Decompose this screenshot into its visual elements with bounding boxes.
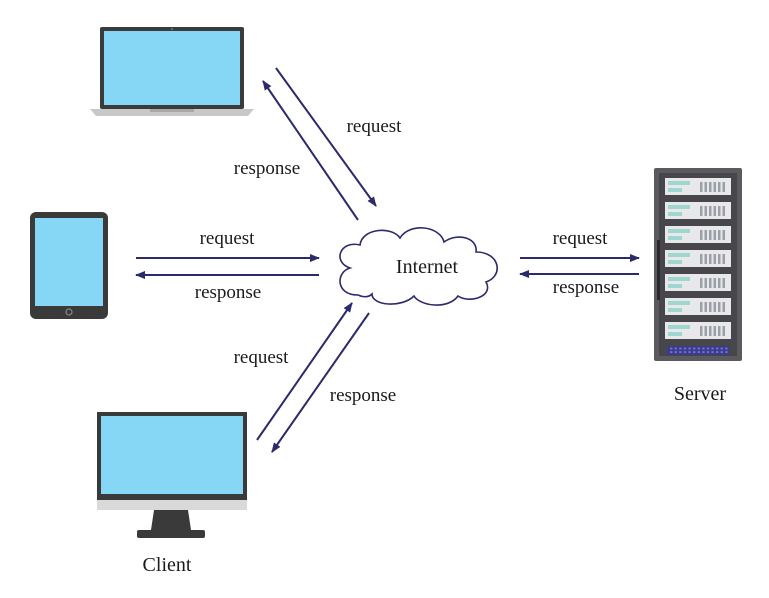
tablet-response-label: response — [195, 282, 261, 303]
server-unit — [665, 322, 731, 339]
desktop-monitor-icon — [97, 412, 247, 538]
server-unit — [665, 226, 731, 243]
laptop-icon — [90, 27, 254, 116]
server-unit — [665, 298, 731, 315]
tablet-icon — [30, 212, 108, 319]
desktop-request-label: request — [234, 347, 290, 368]
client-label: Client — [143, 554, 192, 576]
server-unit — [665, 202, 731, 219]
laptop-request-label: request — [347, 116, 403, 137]
tablet-request-label: request — [200, 228, 256, 249]
server-label: Server — [674, 383, 727, 405]
desktop-response-arrow — [271, 312, 370, 453]
desktop-request-arrow — [256, 302, 353, 441]
server-unit — [665, 178, 731, 195]
cloud-icon — [339, 227, 498, 306]
server-rack-icon — [654, 168, 742, 361]
server-response-label: response — [553, 277, 619, 298]
internet-label: Internet — [396, 256, 459, 278]
laptop-response-label: response — [234, 158, 300, 179]
laptop-request-arrow — [275, 67, 377, 207]
server-unit — [665, 250, 731, 267]
laptop-response-arrow — [262, 80, 359, 221]
server-unit — [665, 274, 731, 291]
server-request-label: request — [553, 228, 609, 249]
desktop-response-label: response — [330, 385, 396, 406]
